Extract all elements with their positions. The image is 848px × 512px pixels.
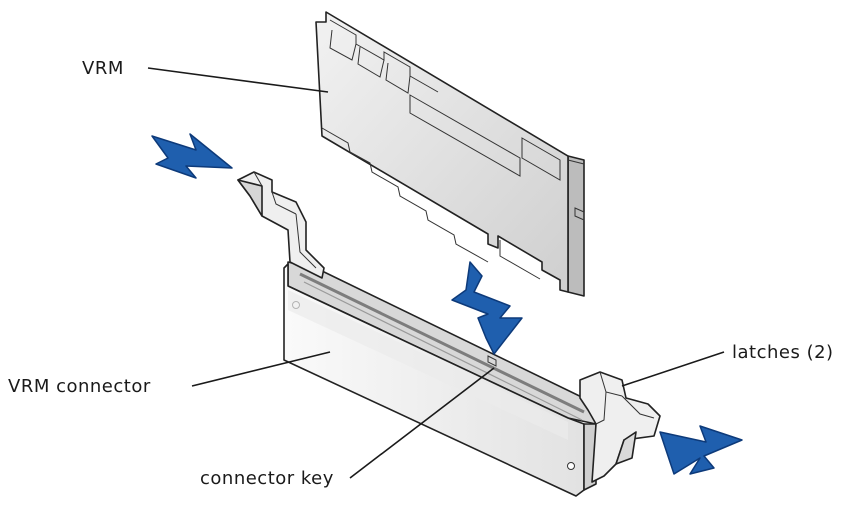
label-vrm-connector: VRM connector [8, 376, 151, 397]
callout-vrm: VRM [82, 58, 329, 93]
arrow-right-latch-icon [659, 425, 743, 475]
callout-vrm-connector: VRM connector [8, 351, 331, 397]
vrm-module [315, 11, 585, 297]
callout-connector-key: connector key [200, 367, 495, 489]
arrow-left-latch-icon [151, 133, 233, 179]
callout-latches: latches (2) [621, 342, 834, 387]
label-connector-key: connector key [200, 468, 334, 489]
label-vrm: VRM [82, 58, 124, 79]
label-latches: latches (2) [732, 342, 834, 363]
vrm-connector-body [283, 261, 597, 497]
left-latch [237, 171, 325, 279]
arrow-down-icon [451, 261, 523, 355]
